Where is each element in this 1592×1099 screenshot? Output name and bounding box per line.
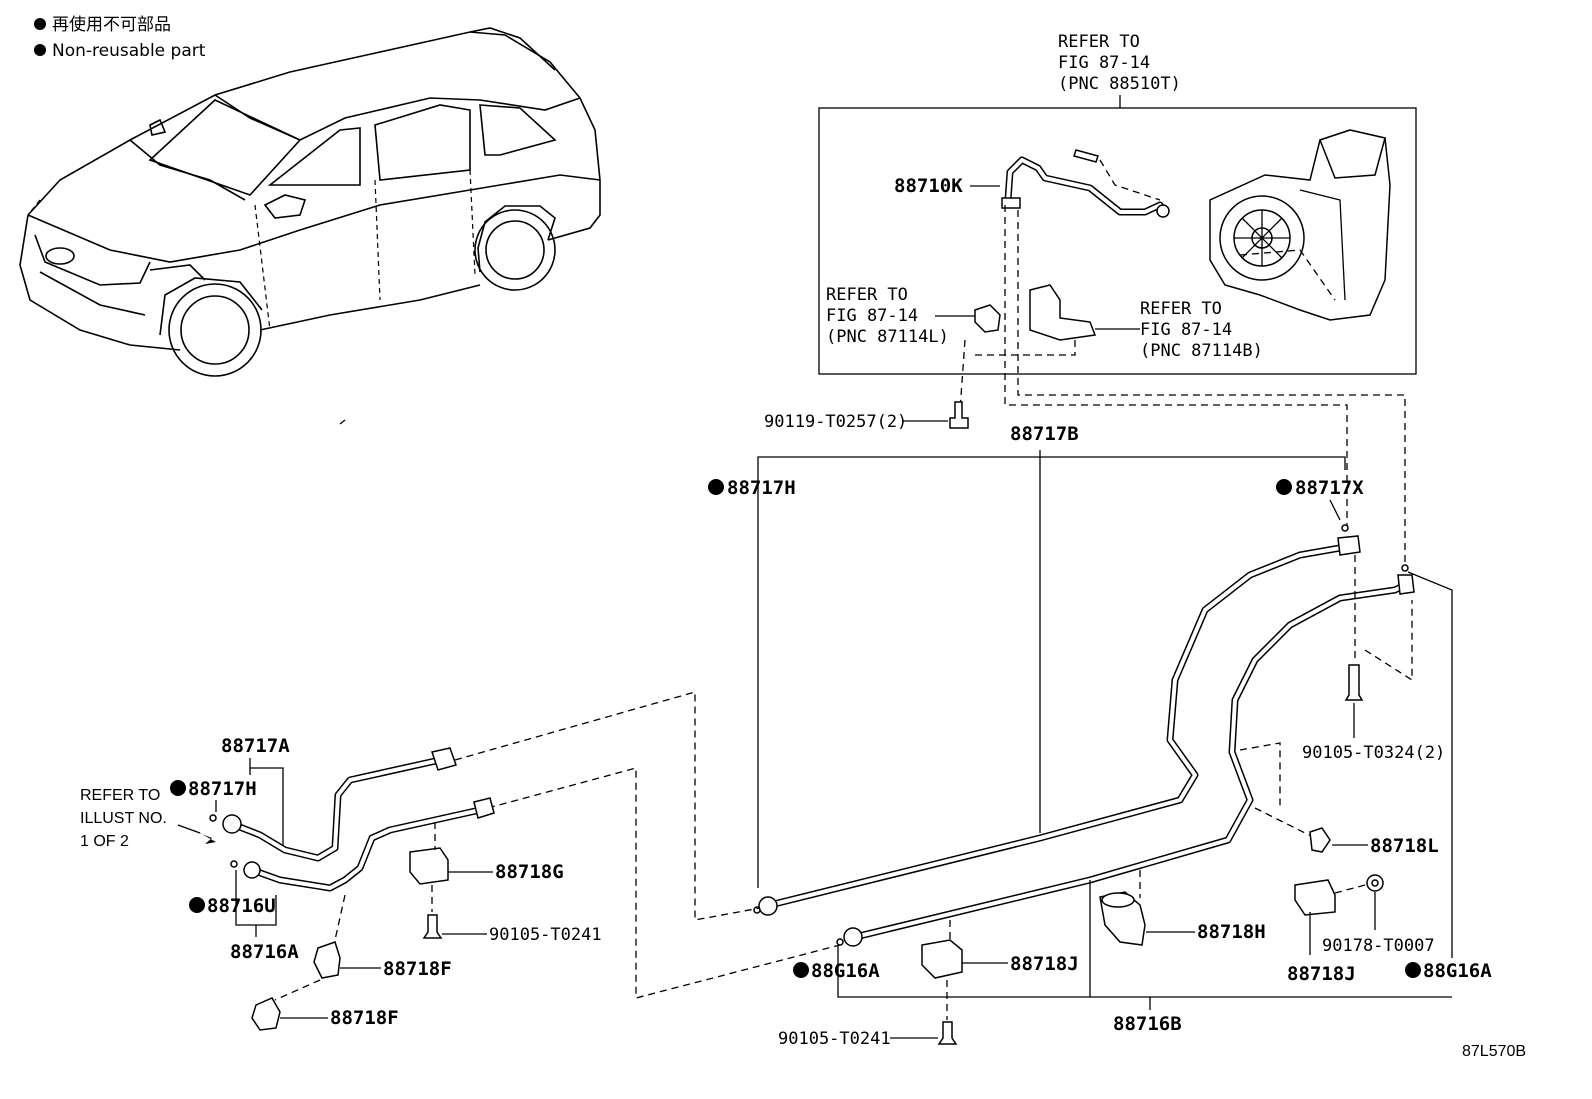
label-88718H: 88718H: [1197, 921, 1266, 943]
label-90119-T0257: 90119-T0257(2): [764, 412, 907, 432]
bolt-90105-T0241-left-icon: [422, 914, 443, 939]
pipe-fitting-icon: [758, 896, 778, 916]
non-reusable-bullet-icon: [1276, 479, 1292, 495]
label-88717X: 88717X: [1295, 477, 1364, 499]
pipe-fitting-icon: [243, 861, 261, 879]
o-ring-icon: [1401, 564, 1409, 572]
clamp-88718F-lower-icon: [251, 997, 281, 1031]
bolt-90105-T0324-icon: [1344, 664, 1364, 701]
refer-right-line2: FIG 87-14: [1140, 320, 1232, 340]
o-ring-icon: [230, 860, 238, 868]
pipe-fitting-icon: [1337, 535, 1361, 556]
refer-illust-line1: REFER TO: [80, 787, 160, 804]
pipe-fitting-icon: [431, 747, 457, 771]
non-reusable-bullet-icon: [793, 962, 809, 978]
legend-japanese: 再使用不可部品: [52, 14, 171, 35]
clip-88718L-icon: [1309, 827, 1331, 853]
label-88710K: 88710K: [894, 175, 963, 197]
label-90105-T0241-bottom: 90105-T0241: [778, 1029, 891, 1049]
label-88717H-top: 88717H: [727, 477, 796, 499]
refer-top-line3: (PNC 88510T): [1058, 74, 1181, 94]
vehicle-illustration: [19, 27, 601, 377]
diagram-code: 87L570B: [1462, 1043, 1526, 1060]
label-88718F-lower: 88718F: [330, 1007, 399, 1029]
bolt-90119-icon: [949, 401, 969, 429]
legend-english: Non-reusable part: [52, 41, 206, 61]
label-88718J-center: 88718J: [1010, 953, 1079, 975]
pipe-fitting-icon: [843, 927, 863, 947]
stray-mark: [339, 419, 346, 425]
non-reusable-bullet-icon: [170, 780, 186, 796]
bolt-90105-T0241-bottom-icon: [937, 1021, 958, 1045]
label-88717H-left: 88717H: [188, 778, 257, 800]
clamp-88718J-center-icon: [921, 939, 963, 979]
non-reusable-bullet-icon: [708, 479, 724, 495]
non-reusable-bullet-icon: [34, 44, 46, 56]
label-88716B: 88716B: [1113, 1013, 1182, 1035]
label-88717A: 88717A: [221, 735, 290, 757]
clip-87114L-icon: [974, 304, 1001, 333]
refer-left-line1: REFER TO: [826, 285, 908, 305]
pipe-fitting-icon: [473, 797, 495, 819]
label-88716U: 88716U: [207, 895, 276, 917]
pipe-88717B: [766, 541, 1359, 909]
label-88716A: 88716A: [230, 941, 299, 963]
hose-clamp-icon: [1001, 197, 1021, 209]
non-reusable-bullet-icon: [189, 897, 205, 913]
blower-unit-icon: [1209, 129, 1391, 321]
o-ring-icon: [209, 814, 217, 822]
refer-top-line1: REFER TO: [1058, 32, 1140, 52]
label-88G16A-right: 88G16A: [1423, 960, 1492, 982]
label-90105-T0324: 90105-T0324(2): [1302, 743, 1445, 763]
refer-left-line3: (PNC 87114L): [826, 327, 949, 347]
label-88718F-upper: 88718F: [383, 958, 452, 980]
label-88718G: 88718G: [495, 861, 564, 883]
pipe-fitting-icon: [222, 814, 242, 834]
label-90105-T0241-left: 90105-T0241: [489, 925, 602, 945]
clamp-88718J-right-icon: [1294, 879, 1336, 916]
label-90178-T0007: 90178-T0007: [1322, 936, 1435, 956]
refer-right-line1: REFER TO: [1140, 299, 1222, 319]
refer-illust-line2: ILLUST NO.: [80, 810, 167, 827]
bolt-icon: [1073, 149, 1099, 163]
clamp-88718F-upper-icon: [313, 941, 341, 979]
label-88717B: 88717B: [1010, 423, 1079, 445]
non-reusable-bullet-icon: [34, 18, 46, 30]
refer-left-line2: FIG 87-14: [826, 306, 918, 326]
pipe-fitting-icon: [1397, 574, 1415, 595]
connector-icon: [1156, 204, 1170, 218]
reference-box-frame: [818, 107, 1417, 375]
label-88718L: 88718L: [1370, 835, 1439, 857]
arrow-icon: [180, 826, 216, 844]
refer-top-line2: FIG 87-14: [1058, 53, 1150, 73]
legend: 再使用不可部品 Non-reusable part: [34, 14, 206, 61]
bracket-87114B-icon: [1029, 284, 1097, 341]
o-ring-icon: [836, 938, 844, 946]
refer-illust-line3: 1 OF 2: [80, 833, 129, 850]
non-reusable-bullet-icon: [1405, 962, 1421, 978]
label-88G16A-center: 88G16A: [811, 960, 880, 982]
label-88718J-right: 88718J: [1287, 963, 1356, 985]
reference-box: REFER TO FIG 87-14 (PNC 88510T) 88710K R…: [818, 32, 1417, 375]
o-ring-icon: [1341, 524, 1349, 532]
clamp-88718G-icon: [409, 847, 449, 885]
refer-right-line3: (PNC 87114B): [1140, 341, 1263, 361]
